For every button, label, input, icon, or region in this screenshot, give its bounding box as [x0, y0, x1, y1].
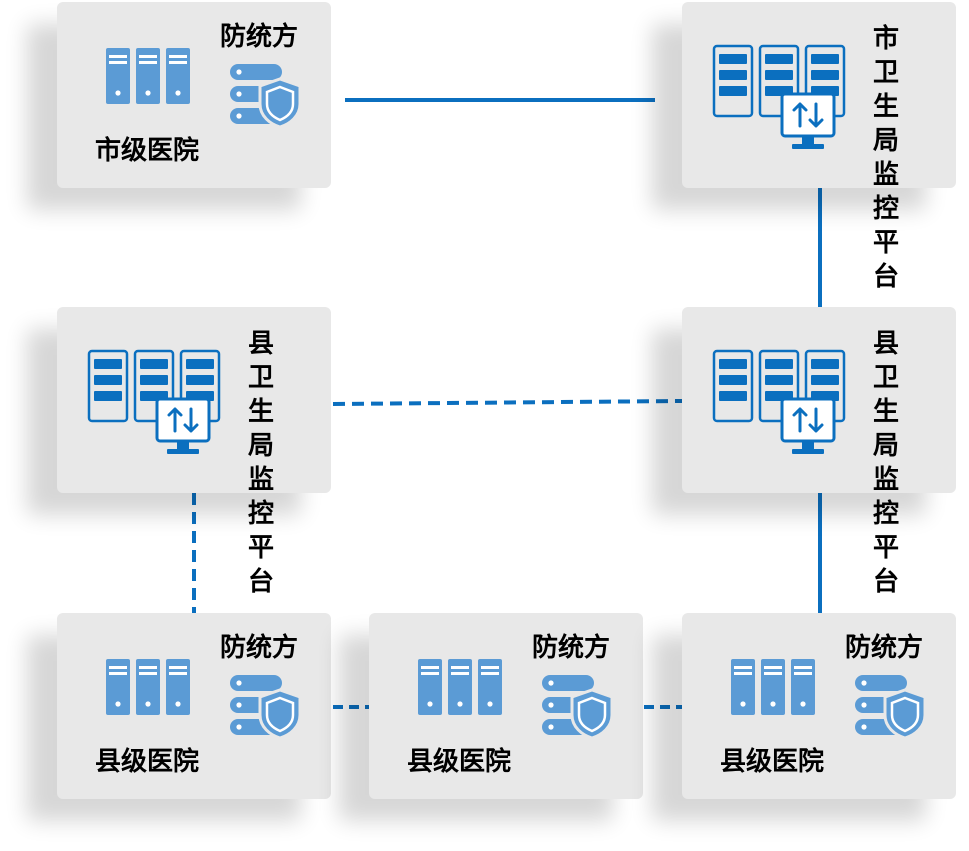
secure-database-shield-icon — [542, 675, 614, 739]
monitoring-platform-icon — [87, 349, 221, 454]
security-label: 防统方 — [220, 633, 299, 663]
security-label: 防统方 — [532, 633, 611, 663]
county-health-bureau-platform-node-left: 县卫生局监控平台 — [57, 307, 331, 597]
platform-label: 县卫生局监控平台 — [247, 329, 274, 597]
hospital-label: 县级医院 — [720, 747, 825, 777]
security-label: 防统方 — [845, 633, 924, 663]
hospital-label: 市级医院 — [95, 136, 200, 166]
city-health-bureau-platform-node: 市卫生局监控平台 — [682, 2, 956, 292]
city-hospital-node: 防统方 市级医院 — [57, 2, 331, 188]
link-county-platforms — [332, 399, 683, 406]
monitoring-platform-icon — [712, 349, 846, 454]
secure-database-shield-icon — [230, 64, 302, 128]
hospital-label: 县级医院 — [95, 747, 200, 777]
monitoring-platform-icon — [712, 44, 846, 149]
platform-label: 市卫生局监控平台 — [872, 24, 899, 292]
secure-database-shield-icon — [855, 675, 927, 739]
hospital-label: 县级医院 — [407, 747, 512, 777]
county-hospital-node-3: 防统方 县级医院 — [682, 613, 956, 799]
secure-database-shield-icon — [230, 675, 302, 739]
server-rack-icon — [418, 659, 502, 715]
server-rack-icon — [731, 659, 815, 715]
server-rack-icon — [106, 48, 190, 104]
county-hospital-node-2: 防统方 县级医院 — [369, 613, 643, 799]
server-rack-icon — [106, 659, 190, 715]
county-hospital-node-1: 防统方 县级医院 — [57, 613, 331, 799]
platform-label: 县卫生局监控平台 — [872, 329, 899, 597]
security-label: 防统方 — [220, 22, 299, 52]
county-health-bureau-platform-node-right: 县卫生局监控平台 — [682, 307, 956, 597]
